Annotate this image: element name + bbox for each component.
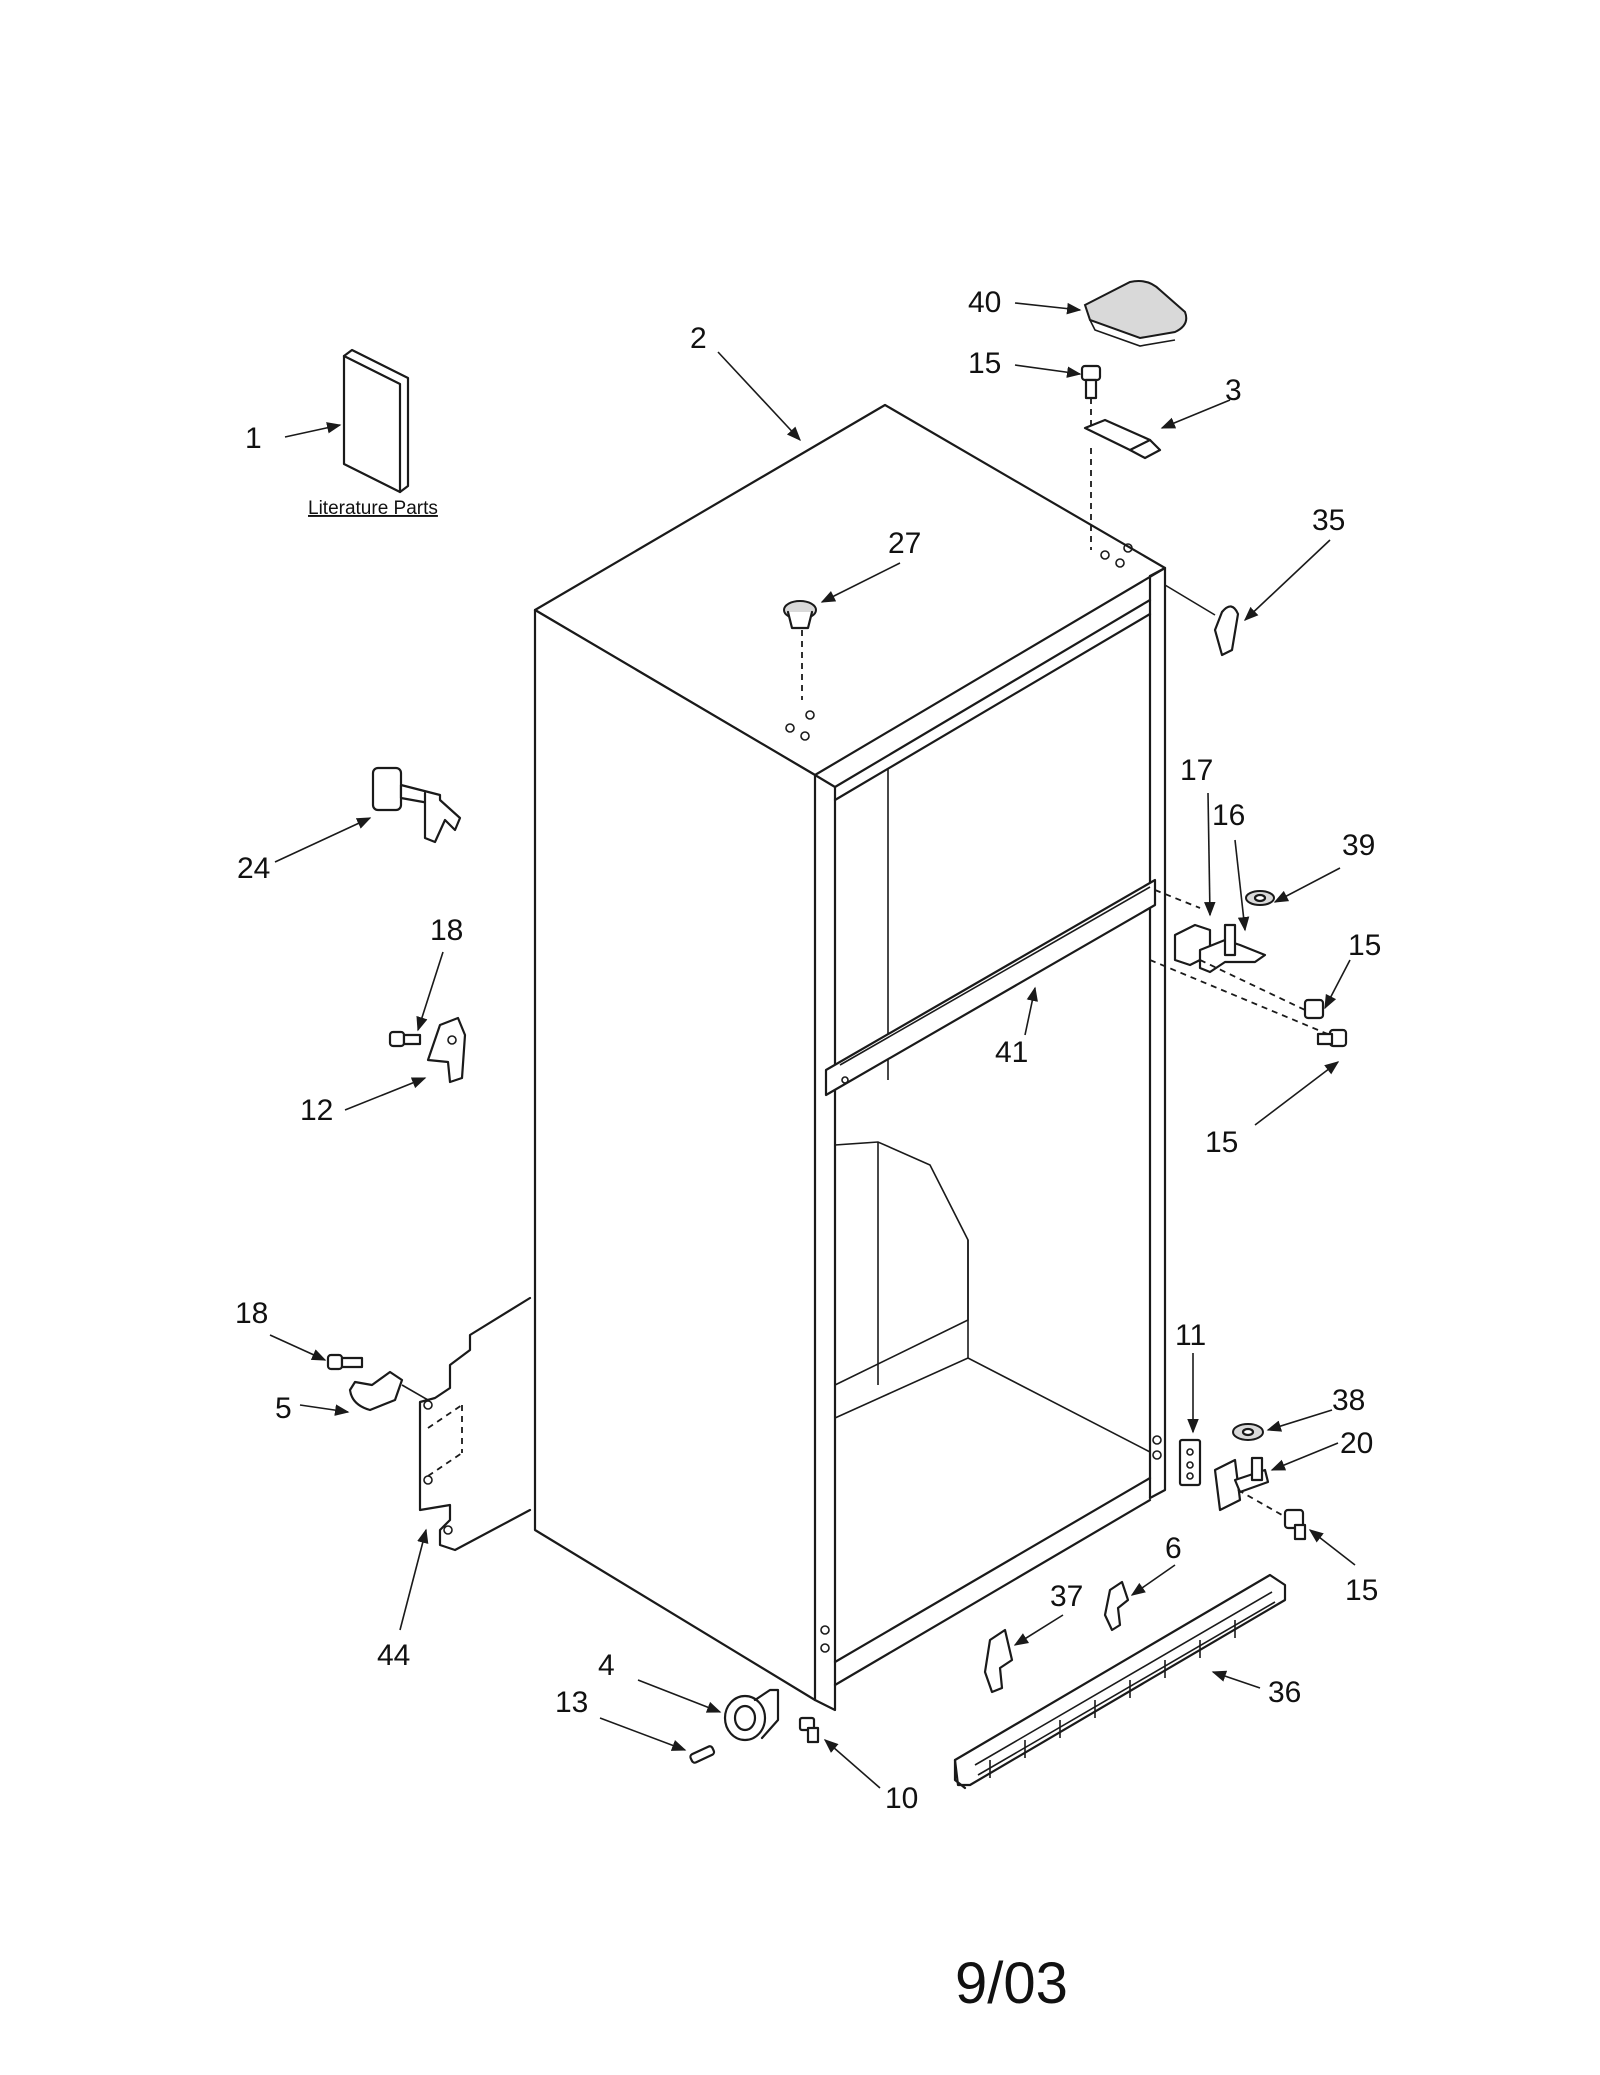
callout-4: 4	[598, 1649, 615, 1682]
literature-booklet	[342, 348, 410, 494]
callout-35: 35	[1312, 504, 1345, 537]
callout-11: 11	[1175, 1319, 1206, 1352]
callout-2: 2	[690, 322, 707, 355]
lower-hinge-assembly	[1213, 1423, 1307, 1541]
literature-caption: Literature Parts	[308, 498, 438, 519]
date-code: 9/03	[955, 1951, 1068, 2016]
callout-24: 24	[237, 852, 270, 885]
callout-39: 39	[1342, 829, 1375, 862]
callout-5: 5	[275, 1392, 292, 1425]
upper-screw-and-bracket	[388, 1016, 467, 1084]
cabinet-shell	[533, 403, 1167, 1712]
callout-13: 13	[555, 1686, 588, 1719]
leader-lines	[269, 302, 1356, 1789]
callout-3: 3	[1225, 374, 1242, 407]
middle-hinge-assembly	[1149, 889, 1348, 1048]
callout-20: 20	[1340, 1427, 1373, 1460]
grille-clips	[983, 1580, 1130, 1694]
callout-labels: 1 2 3 40 15 27 35 24 18 12 17 16 39 15 4…	[235, 286, 1381, 1815]
callout-16: 16	[1212, 799, 1245, 832]
callout-15-right-a: 15	[1348, 929, 1381, 962]
callout-15-top: 15	[968, 347, 1001, 380]
callout-18-upper: 18	[430, 914, 463, 947]
upper-hinge-part	[1083, 418, 1162, 550]
lower-left-assembly	[326, 1353, 429, 1412]
hinge-cover-part	[1083, 280, 1188, 347]
callout-17: 17	[1180, 754, 1213, 787]
screw-top	[1080, 364, 1102, 425]
callout-38: 38	[1332, 1384, 1365, 1417]
callout-44: 44	[377, 1639, 410, 1672]
door-stop-part	[371, 766, 462, 844]
callout-6: 6	[1165, 1532, 1182, 1565]
callout-36: 36	[1268, 1676, 1301, 1709]
callout-15-lower: 15	[1345, 1574, 1378, 1607]
callout-10: 10	[885, 1782, 918, 1815]
callout-18-lower: 18	[235, 1297, 268, 1330]
shim-plate	[1178, 1438, 1202, 1487]
callout-27: 27	[888, 527, 921, 560]
front-roller-assembly	[689, 1688, 820, 1764]
cabinet-plug	[783, 600, 817, 700]
callout-37: 37	[1050, 1580, 1083, 1613]
callout-1: 1	[245, 422, 262, 455]
rear-panel	[418, 1296, 532, 1552]
callout-41: 41	[995, 1036, 1028, 1069]
divider-rail	[824, 878, 1157, 1097]
callout-15-right-b: 15	[1205, 1126, 1238, 1159]
callout-12: 12	[300, 1094, 333, 1127]
hinge-pin-cover	[1164, 584, 1240, 657]
base-grille	[953, 1573, 1287, 1790]
callout-40: 40	[968, 286, 1001, 319]
